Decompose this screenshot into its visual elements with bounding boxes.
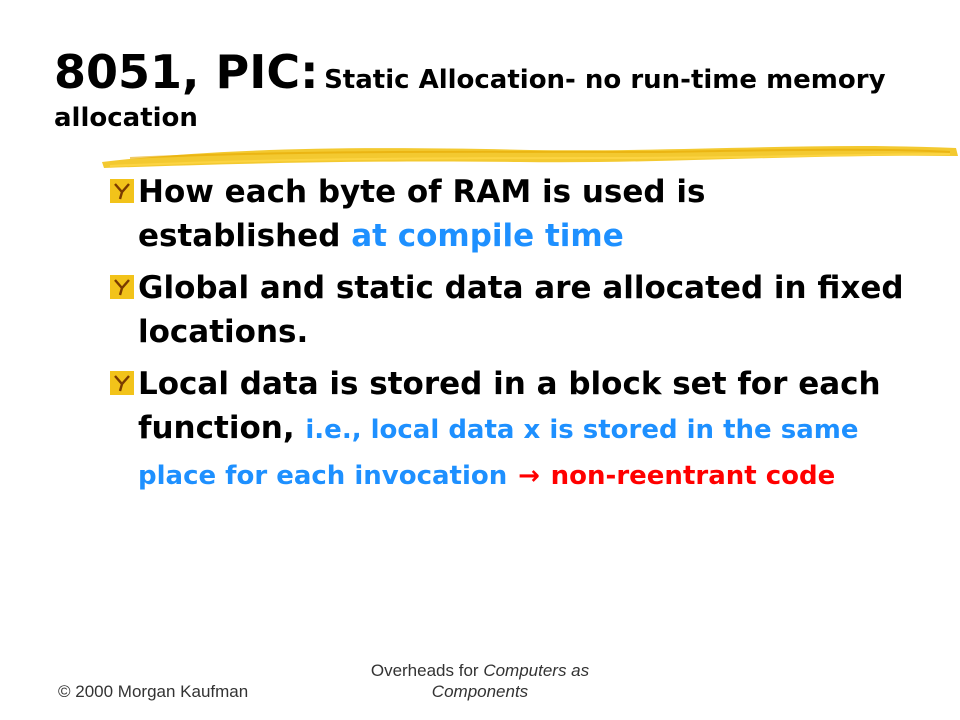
y-bullet-icon [110,371,134,395]
y-bullet-icon [110,179,134,203]
footer-source: Overheads for Computers as Components [350,661,610,702]
bullet-2-text: Global and static data are allocated in … [138,270,904,350]
bullet-3-highlight: i.e., local data x is stored in the same… [138,415,859,491]
bullet-3-emphasis: non-reentrant code [550,461,836,491]
y-bullet-icon [110,275,134,299]
bullet-3-text: Local data is stored in a block set for … [138,366,881,446]
footer-book-title: Computers as Components [431,661,590,701]
bullet-1-text: How each byte of RAM is used is establis… [138,174,706,254]
title-main: 8051, PIC: [54,45,319,99]
slide-title: 8051, PIC: Static Allocation- no run-tim… [54,44,934,134]
brush-stroke-icon [102,146,958,168]
footer-source-prefix: Overheads for [370,661,479,681]
title-sub: Static Allocation- no run-time memory al… [54,65,886,133]
bullet-1-highlight: at compile time [351,218,624,254]
bullet-item-2: Global and static data are allocated in … [110,266,910,354]
bullet-item-1: How each byte of RAM is used is establis… [110,170,910,258]
arrow-right-icon: → [518,461,540,491]
bullet-list: How each byte of RAM is used is establis… [110,170,910,506]
bullet-item-3: Local data is stored in a block set for … [110,362,910,498]
footer-copyright: © 2000 Morgan Kaufman [58,681,249,701]
